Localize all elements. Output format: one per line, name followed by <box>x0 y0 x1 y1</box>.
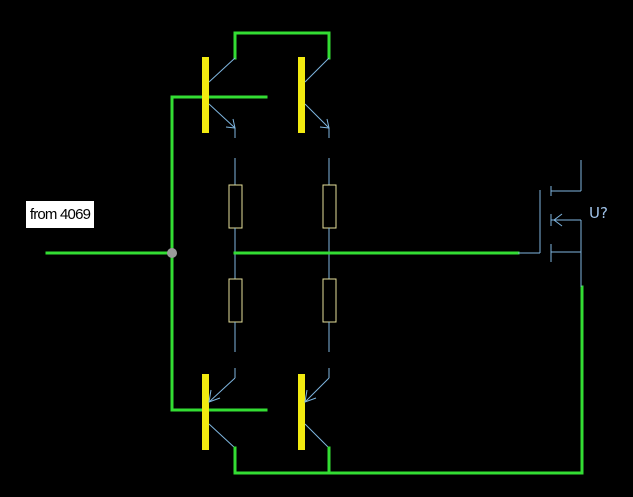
mosfet-arrow-icon <box>553 213 563 227</box>
junction-dot <box>167 248 177 258</box>
emitter-arrow-icon <box>304 389 317 403</box>
emitter-arrow-icon <box>319 118 330 129</box>
resistor-left-bottom <box>228 278 243 323</box>
transistor-bottom-right <box>298 368 330 450</box>
resistor-left-top <box>228 184 243 229</box>
input-label: from 4069 <box>26 201 94 228</box>
emitter-arrow-icon <box>208 389 221 403</box>
transistor-base-bar <box>298 374 305 450</box>
transistor-base-bar <box>202 57 209 133</box>
mosfet: U? <box>518 160 608 287</box>
emitter-arrow-icon <box>225 118 236 129</box>
transistor-base-bar <box>202 374 209 450</box>
transistor-bottom-left <box>202 368 236 450</box>
transistor-top-right <box>298 57 330 138</box>
transistor-base-bar <box>298 57 305 133</box>
transistor-top-left <box>202 57 236 138</box>
resistor-right-bottom <box>322 278 337 323</box>
resistor-right-top <box>322 184 337 229</box>
mosfet-ref-label: U? <box>589 204 608 222</box>
